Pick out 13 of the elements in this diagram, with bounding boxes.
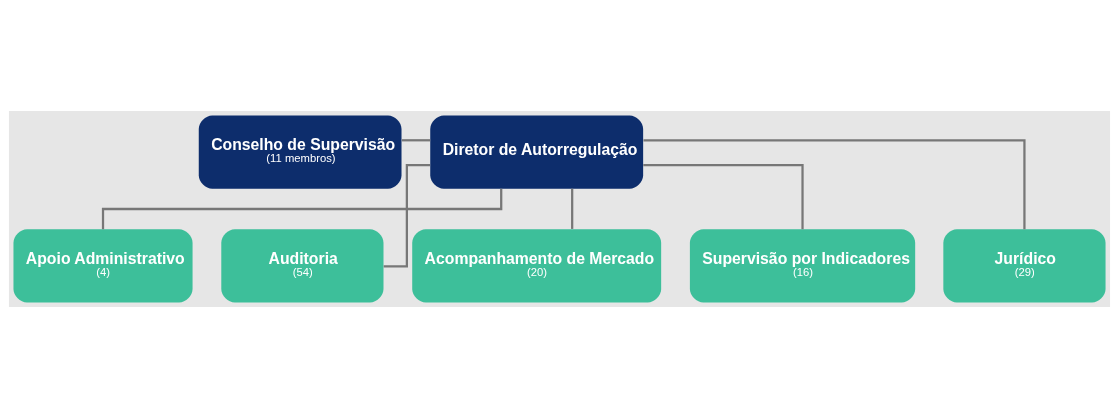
connector — [101, 188, 503, 229]
node-box: Acompanhamento de Mercado (20) — [412, 228, 662, 302]
node-box: Supervisão por Indicadores (16) — [689, 228, 916, 302]
node-box: Diretor de Autorregulação — [430, 115, 644, 189]
connector — [571, 188, 574, 229]
connector — [401, 138, 431, 141]
node-box: Apoio Administrativo (4) — [13, 228, 193, 302]
connector — [643, 163, 804, 229]
connector — [383, 163, 431, 268]
connector — [643, 138, 1026, 229]
node-box: Jurídico (29) — [943, 228, 1106, 302]
node-box: Auditoria (54) — [221, 228, 384, 302]
node-box: Conselho de Supervisão (11 membros) — [198, 115, 402, 189]
